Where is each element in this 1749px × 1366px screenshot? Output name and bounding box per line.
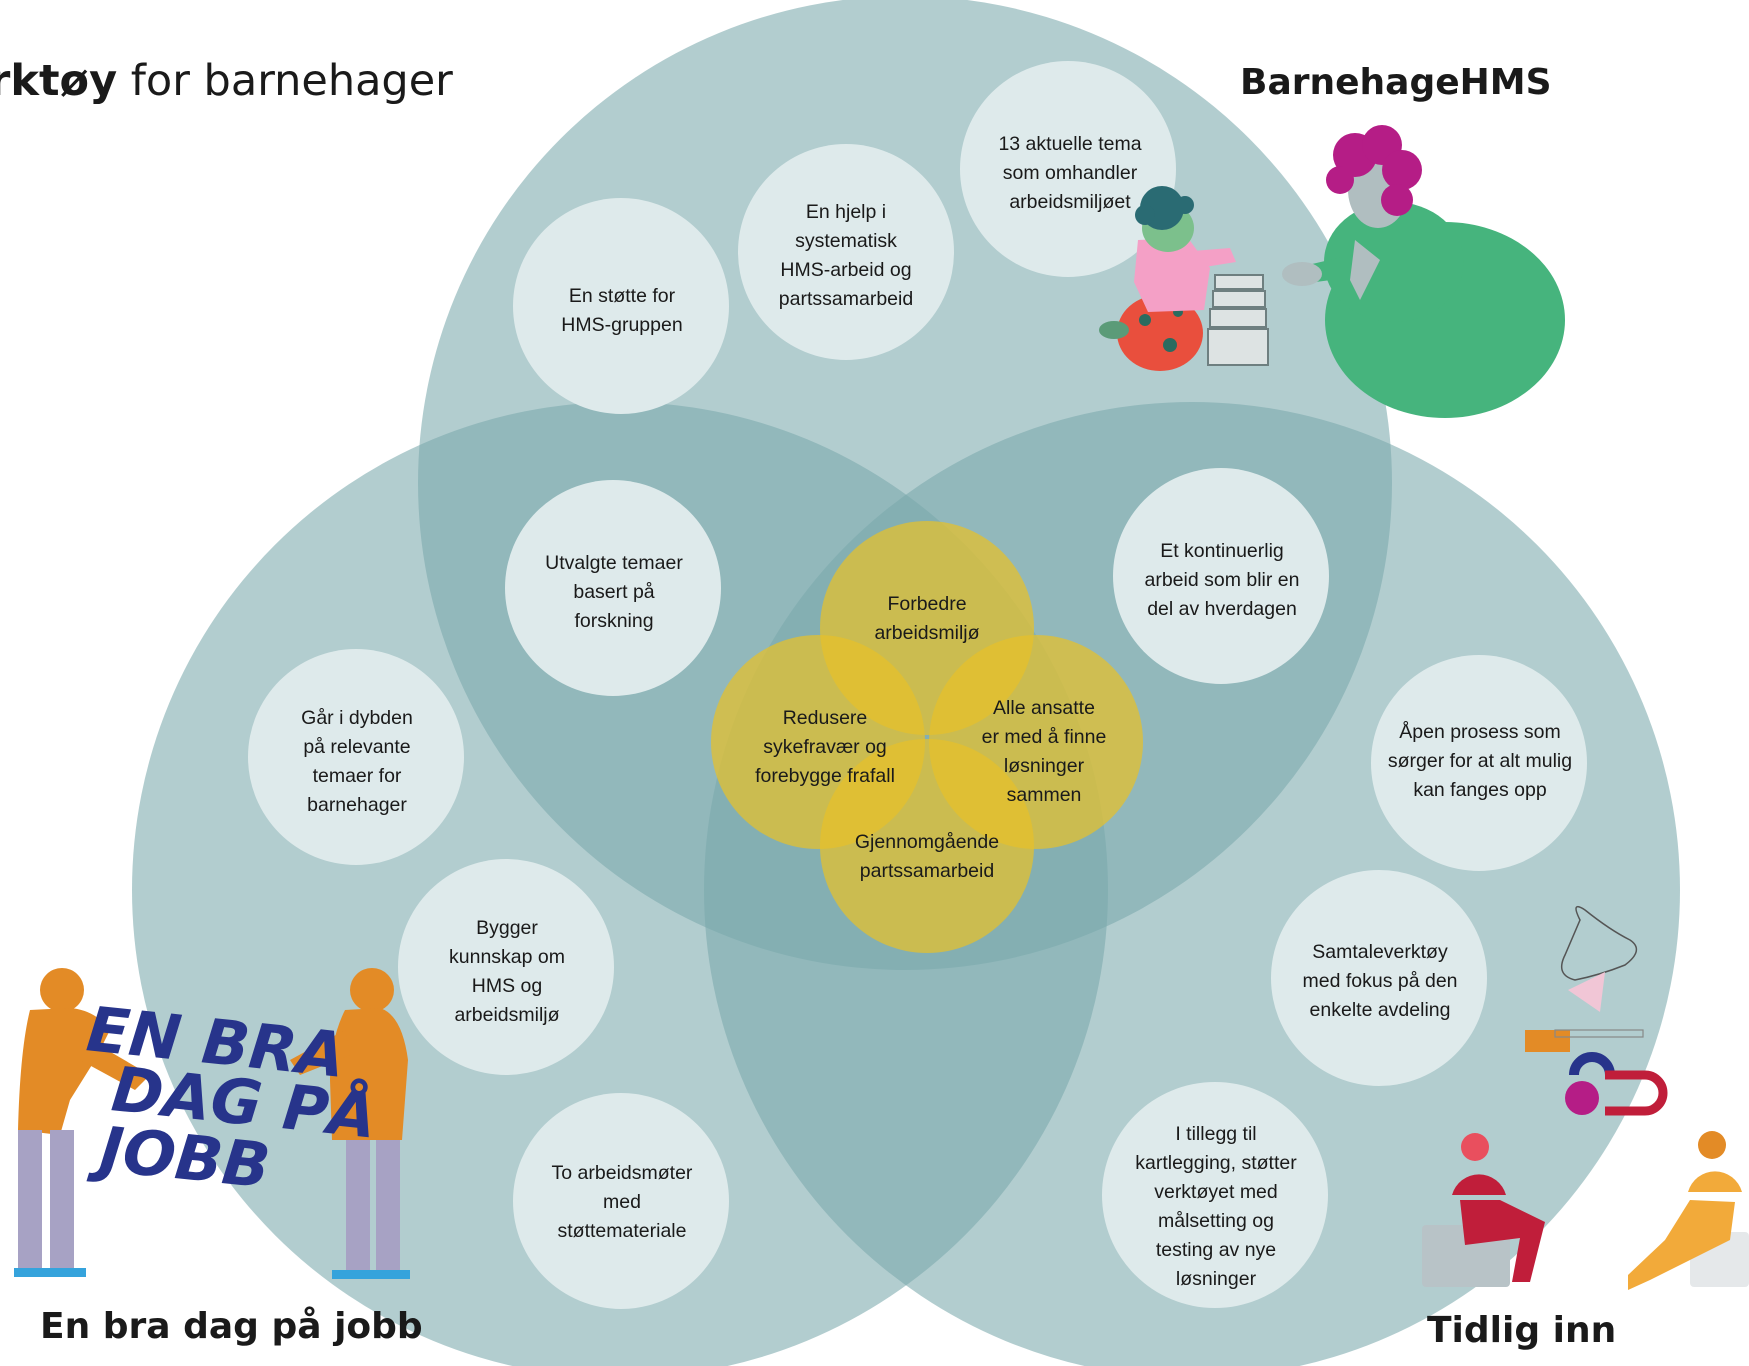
- goal-circle-gjennom: [820, 739, 1034, 953]
- magenta-dot-icon: [1565, 1081, 1599, 1115]
- adult-figure-icon: [1282, 125, 1565, 418]
- page-title-rest: for barnehager: [117, 56, 453, 106]
- tidlig-inn-illustration: [1422, 905, 1749, 1290]
- page-title: erktøy for barnehager: [0, 56, 453, 106]
- orange-block-icon: [1525, 1030, 1570, 1052]
- barnehagehms-illustration: [1099, 125, 1565, 418]
- en-bra-dag-illustration: EN BRA DAG PÅ JOBB: [14, 968, 410, 1279]
- red-figure-icon: [1452, 1133, 1545, 1282]
- magnet-icon: [1605, 1070, 1668, 1116]
- yellow-figure-icon: [1628, 1131, 1742, 1290]
- outline-block-icon: [1554, 1029, 1644, 1038]
- child-figure-icon: [1099, 186, 1236, 371]
- person-right-icon: [290, 968, 410, 1279]
- navy-arc-icon: [1569, 1052, 1615, 1076]
- blob-outline-icon: [1560, 905, 1638, 981]
- set-label-en-bra-dag: En bra dag på jobb: [40, 1306, 423, 1347]
- set-label-barnehagehms: BarnehageHMS: [1240, 62, 1552, 103]
- set-label-tidlig-inn: Tidlig inn: [1427, 1310, 1617, 1351]
- person-left-icon: [14, 968, 150, 1277]
- blocks-icon: [1207, 274, 1269, 366]
- triangle-icon: [1568, 972, 1605, 1012]
- page-title-bold: erktøy: [0, 56, 118, 106]
